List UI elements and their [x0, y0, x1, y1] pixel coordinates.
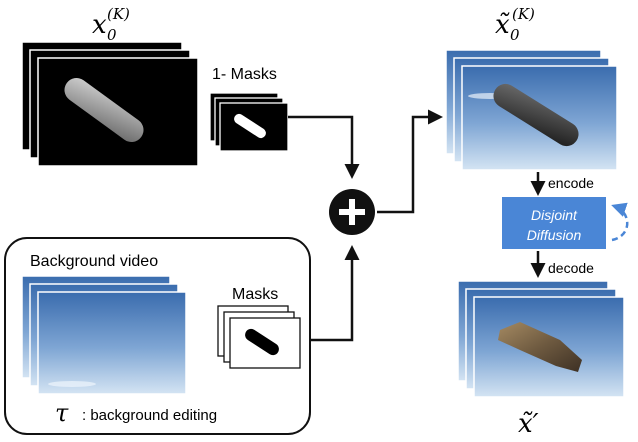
- mask-frames: [217, 305, 301, 369]
- masks-label: Masks: [232, 286, 278, 303]
- inverse-mask-frames: [209, 92, 289, 152]
- background-video-label: Background video: [30, 253, 158, 270]
- x0K-sup: (K): [107, 5, 130, 23]
- loop-arrow-icon: [611, 202, 629, 242]
- background-editing-label: : background editing: [82, 407, 217, 424]
- background-video-frames: [21, 275, 187, 395]
- arrow-combine-to-composite: [377, 109, 443, 214]
- encode-label: encode: [548, 175, 594, 191]
- disjoint-diffusion-block: [502, 197, 606, 249]
- tau-symbol: τ: [55, 399, 69, 427]
- object-stick-gray: [64, 78, 144, 142]
- decode-label: decode: [548, 260, 594, 276]
- disjoint-label: Disjoint: [531, 207, 578, 223]
- x0K-tilde-sup: (K): [512, 5, 535, 23]
- arrow-masks-to-combine: [288, 115, 360, 179]
- composite-video-frames: [445, 49, 618, 171]
- x0K-tilde-sub: 0: [510, 26, 520, 44]
- source-video-frames: [21, 41, 199, 167]
- one-minus-masks-label: 1- Masks: [212, 66, 277, 83]
- arrow-background-to-combine: [308, 245, 360, 342]
- x-prime-label: x̃′: [518, 409, 539, 439]
- x0K-sub: 0: [107, 26, 117, 44]
- output-video-frames: [457, 280, 625, 398]
- x0K-label: x: [92, 10, 107, 40]
- x0K-tilde-label: x̃: [495, 10, 510, 40]
- combine-plus-node: [329, 189, 375, 235]
- diffusion-label: Diffusion: [527, 227, 582, 243]
